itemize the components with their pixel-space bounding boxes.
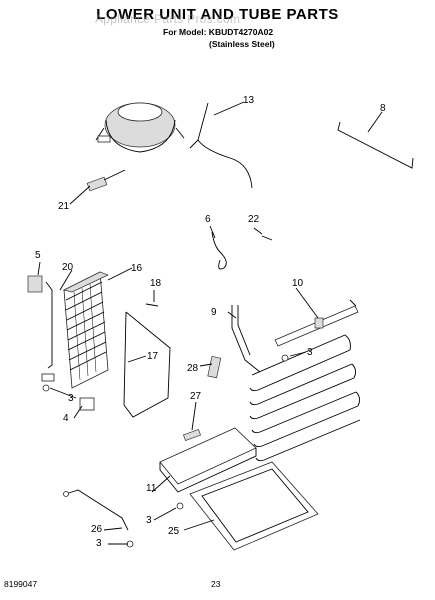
condenser-coil	[249, 334, 361, 462]
callout-25: 25	[168, 526, 180, 537]
callout-3-bracket: 3	[307, 347, 313, 358]
callout-20: 20	[62, 262, 74, 273]
callout-6: 6	[205, 214, 211, 225]
part-28-sleeve	[207, 355, 222, 379]
callout-13: 13	[243, 95, 255, 106]
compressor-part	[95, 102, 185, 153]
callout-18: 18	[150, 278, 162, 289]
part-21	[86, 169, 126, 192]
callout-9: 9	[211, 307, 217, 318]
callout-8: 8	[380, 103, 386, 114]
callout-16: 16	[131, 263, 143, 274]
callout-28: 28	[187, 363, 199, 374]
callout-3-tray: 3	[146, 515, 152, 526]
model-line: For Model: KBUDT4270A02	[163, 27, 274, 37]
part-20-bracket	[41, 281, 55, 382]
callout-3-evaporator: 3	[68, 393, 74, 404]
screws	[42, 354, 289, 548]
part-11-tray	[159, 427, 257, 493]
watermark: Appliance Parts Pros.com	[95, 12, 241, 26]
part-22-clip	[261, 235, 273, 241]
part-26-rod	[63, 489, 129, 531]
part-4-bracket	[79, 397, 95, 411]
leader-lines	[37, 101, 383, 545]
part-13-tube	[189, 102, 253, 189]
callout-17: 17	[147, 351, 159, 362]
part-10-bracket	[274, 299, 359, 347]
callout-5: 5	[35, 250, 41, 261]
finish-line: (Stainless Steel)	[209, 39, 275, 49]
part-16-evaporator	[62, 271, 109, 389]
document-number: 8199047	[4, 579, 38, 589]
callout-26: 26	[91, 524, 103, 535]
part-8-rod	[337, 121, 414, 169]
callout-27: 27	[190, 391, 202, 402]
part-18	[145, 303, 159, 307]
part-5	[27, 275, 43, 293]
part-17-heater	[123, 311, 171, 418]
callout-21: 21	[58, 201, 70, 212]
callout-11: 11	[146, 483, 157, 494]
callout-3-rod: 3	[96, 538, 102, 549]
part-6-coil	[211, 231, 227, 270]
part-25-drip-pan	[189, 461, 319, 551]
callout-22: 22	[248, 214, 260, 225]
callout-10: 10	[292, 278, 304, 289]
part-9-tube	[231, 305, 261, 373]
diagram-title: LOWER UNIT AND TUBE PARTS	[96, 6, 339, 23]
page-number: 23	[211, 579, 221, 589]
callout-4: 4	[63, 413, 69, 424]
part-27	[183, 428, 201, 442]
